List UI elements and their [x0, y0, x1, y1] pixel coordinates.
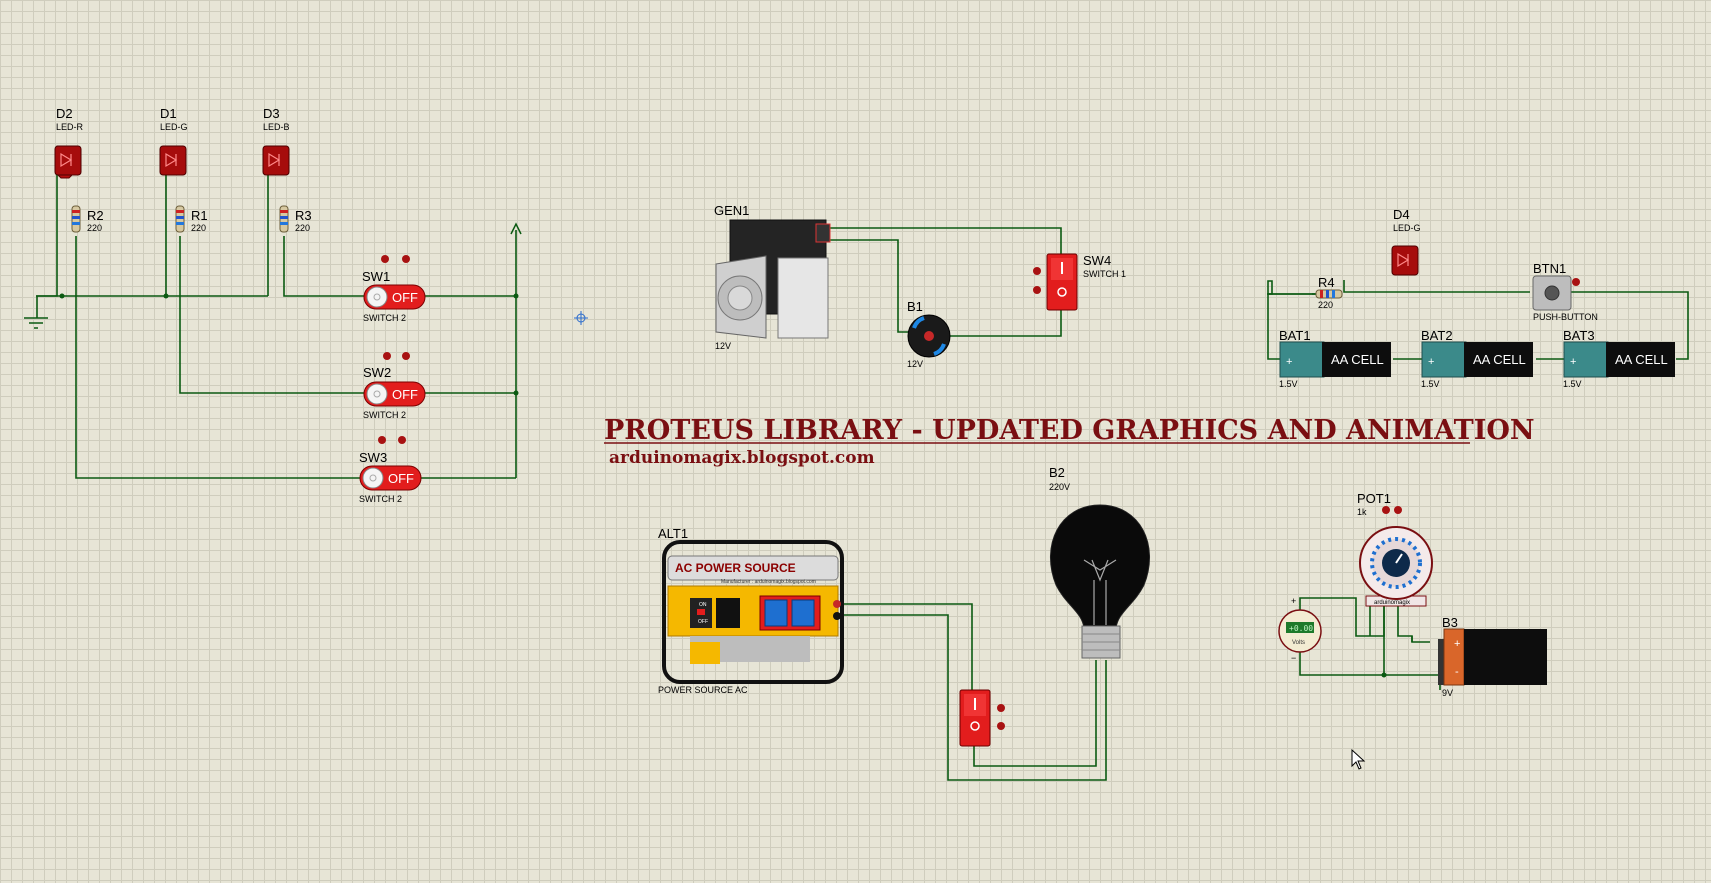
svg-text:+: + — [1454, 638, 1460, 650]
led-d3[interactable]: D3 LED-B — [262, 106, 290, 176]
svg-text:220: 220 — [1318, 300, 1333, 310]
svg-text:+: + — [1291, 596, 1296, 606]
svg-text:ON: ON — [699, 602, 707, 608]
svg-text:POT1: POT1 — [1357, 491, 1391, 506]
mouse-cursor-icon — [1351, 748, 1366, 770]
svg-text:OFF: OFF — [392, 387, 418, 402]
svg-text:LED-G: LED-G — [1393, 223, 1421, 233]
svg-text:OFF: OFF — [388, 471, 414, 486]
banner-url: arduinomagix.blogspot.com — [609, 448, 875, 468]
switch-sw2[interactable]: SW2 OFF SWITCH 2 — [363, 352, 426, 420]
wires — [36, 170, 1689, 781]
svg-text:GEN1: GEN1 — [714, 203, 749, 218]
svg-text:R1: R1 — [191, 208, 208, 223]
ground-symbol[interactable] — [24, 317, 48, 329]
svg-text:arduinomagix: arduinomagix — [1374, 600, 1410, 606]
svg-text:D2: D2 — [56, 106, 73, 121]
svg-text:POWER SOURCE AC: POWER SOURCE AC — [658, 685, 748, 695]
led-d2[interactable]: D2 LED-R — [54, 106, 84, 179]
switch-sw1[interactable]: SW1 OFF SWITCH 2 — [362, 255, 426, 323]
banner: PROTEUS LIBRARY - UPDATED GRAPHICS AND A… — [604, 415, 1535, 468]
svg-text:+: + — [1286, 356, 1292, 368]
svg-text:SW3: SW3 — [359, 450, 387, 465]
svg-text:AA CELL: AA CELL — [1473, 352, 1526, 367]
svg-text:1.5V: 1.5V — [1421, 379, 1440, 389]
svg-text:SW4: SW4 — [1083, 253, 1111, 268]
junction-dots — [59, 293, 1387, 678]
svg-text:220: 220 — [191, 223, 206, 233]
battery-b3[interactable]: B3 + - 9V — [1438, 615, 1547, 698]
svg-text:Volts: Volts — [1292, 640, 1305, 646]
svg-text:ALT1: ALT1 — [658, 526, 688, 541]
power-terminal[interactable] — [510, 222, 522, 235]
svg-text:+: + — [1570, 356, 1576, 368]
svg-text:SWITCH 1: SWITCH 1 — [1083, 269, 1126, 279]
resistor-r1[interactable]: R1 220 — [175, 205, 208, 233]
motor-b1[interactable]: B1 12V — [907, 299, 951, 369]
ac-power-source-alt1[interactable]: ALT1 AC POWER SOURCE Manufacturer : ardu… — [658, 526, 844, 695]
battery-bat3[interactable]: BAT3 + AA CELL 1.5V — [1563, 328, 1675, 389]
svg-text:D3: D3 — [263, 106, 280, 121]
svg-text:BAT1: BAT1 — [1279, 328, 1311, 343]
svg-text:−: − — [1291, 653, 1296, 663]
svg-text:+: + — [1428, 356, 1434, 368]
battery-bat1[interactable]: BAT1 + AA CELL 1.5V — [1279, 328, 1391, 389]
svg-text:AA CELL: AA CELL — [1615, 352, 1668, 367]
svg-text:BAT2: BAT2 — [1421, 328, 1453, 343]
svg-text:R3: R3 — [295, 208, 312, 223]
rocker-switch-lower[interactable] — [959, 689, 1005, 747]
svg-text:9V: 9V — [1442, 688, 1453, 698]
push-button-btn1[interactable]: BTN1 PUSH-BUTTON — [1532, 261, 1598, 322]
svg-text:12V: 12V — [715, 341, 731, 351]
svg-text:AC POWER SOURCE: AC POWER SOURCE — [675, 561, 796, 575]
svg-text:Manufacturer : arduinomagix.bl: Manufacturer : arduinomagix.blogspot.com — [721, 579, 816, 585]
svg-text:R4: R4 — [1318, 275, 1335, 290]
svg-text:R2: R2 — [87, 208, 104, 223]
svg-text:220: 220 — [295, 223, 310, 233]
svg-text:220: 220 — [87, 223, 102, 233]
generator-gen1[interactable]: GEN1 12V — [714, 203, 831, 351]
svg-text:1.5V: 1.5V — [1279, 379, 1298, 389]
svg-text:LED-R: LED-R — [56, 122, 84, 132]
svg-text:SW2: SW2 — [363, 365, 391, 380]
svg-text:B2: B2 — [1049, 465, 1065, 480]
svg-text:D4: D4 — [1393, 207, 1410, 222]
crosshair-icon — [574, 311, 588, 325]
switch-sw4[interactable]: SW4 SWITCH 1 — [1033, 253, 1126, 311]
svg-text:SWITCH 2: SWITCH 2 — [363, 313, 406, 323]
svg-text:AA CELL: AA CELL — [1331, 352, 1384, 367]
battery-bat2[interactable]: BAT2 + AA CELL 1.5V — [1421, 328, 1533, 389]
switch-sw3[interactable]: SW3 OFF SWITCH 2 — [359, 436, 422, 504]
svg-text:-: - — [1455, 666, 1459, 678]
led-d4[interactable]: D4 LED-G — [1391, 207, 1421, 276]
svg-text:SW1: SW1 — [362, 269, 390, 284]
svg-text:BTN1: BTN1 — [1533, 261, 1566, 276]
resistor-r2[interactable]: R2 220 — [71, 205, 104, 233]
svg-text:SWITCH 2: SWITCH 2 — [363, 410, 406, 420]
svg-text:BAT3: BAT3 — [1563, 328, 1595, 343]
bulb-b2[interactable]: B2 220V — [1049, 465, 1150, 659]
resistor-r3[interactable]: R3 220 — [279, 205, 312, 233]
potentiometer-pot1[interactable]: POT1 1k arduinomagix — [1357, 491, 1433, 607]
banner-title: PROTEUS LIBRARY - UPDATED GRAPHICS AND A… — [604, 415, 1535, 446]
svg-text:+0.00: +0.00 — [1289, 624, 1313, 633]
svg-text:1.5V: 1.5V — [1563, 379, 1582, 389]
svg-text:PUSH-BUTTON: PUSH-BUTTON — [1533, 312, 1598, 322]
voltmeter[interactable]: + − +0.00 Volts — [1278, 596, 1322, 663]
resistor-r4[interactable]: R4 220 — [1315, 275, 1343, 310]
led-d1[interactable]: D1 LED-G — [159, 106, 188, 176]
svg-text:12V: 12V — [907, 359, 923, 369]
svg-text:LED-G: LED-G — [160, 122, 188, 132]
svg-text:B3: B3 — [1442, 615, 1458, 630]
svg-text:D1: D1 — [160, 106, 177, 121]
svg-text:B1: B1 — [907, 299, 923, 314]
svg-text:OFF: OFF — [698, 619, 708, 625]
svg-text:OFF: OFF — [392, 290, 418, 305]
svg-text:LED-B: LED-B — [263, 122, 290, 132]
svg-text:1k: 1k — [1357, 507, 1367, 517]
svg-text:220V: 220V — [1049, 482, 1070, 492]
svg-text:SWITCH 2: SWITCH 2 — [359, 494, 402, 504]
